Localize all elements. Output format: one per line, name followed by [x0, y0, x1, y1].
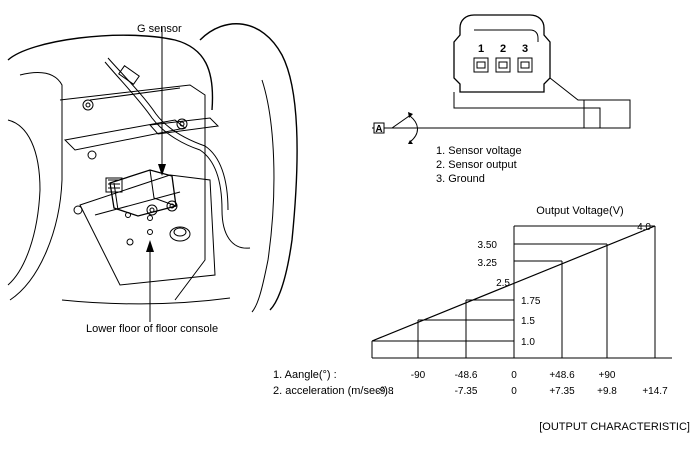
connector-drawing — [372, 14, 631, 129]
angle-tick-plus-90: +90 — [599, 370, 616, 381]
angle-row-label: 1. Aangle(°) : — [273, 369, 337, 381]
angle-tick-minus-90: -90 — [411, 370, 426, 381]
g-sensor-leader — [158, 27, 166, 176]
accel-tick-minus-9-8: -9.8 — [376, 386, 394, 397]
pin-3-label: 3 — [522, 43, 528, 55]
lower-floor-leader — [146, 240, 154, 322]
y-tick-3-25: 3.25 — [478, 258, 498, 269]
accel-row-label: 2. acceleration (m/sec²) : — [273, 385, 394, 397]
marker-a-label: A — [375, 124, 382, 135]
g-sensor-label: G sensor — [137, 23, 182, 35]
y-tick-3-50: 3.50 — [478, 240, 498, 251]
chart-caption: [OUTPUT CHARACTERISTIC] — [539, 421, 690, 433]
angle-tick-0: 0 — [511, 370, 517, 381]
angle-marker — [373, 112, 418, 144]
y-tick-4-0: 4.0 — [637, 222, 651, 233]
pin-2-label: 2 — [500, 43, 506, 55]
chart-title: Output Voltage(V) — [536, 205, 623, 217]
pin-1-label: 1 — [478, 43, 484, 55]
lower-floor-label: Lower floor of floor console — [86, 323, 218, 335]
legend-item-3: 3. Ground — [436, 173, 485, 185]
accel-tick-plus-9-8: +9.8 — [597, 386, 617, 397]
accel-tick-plus-14-7: +14.7 — [642, 386, 668, 397]
accel-tick-plus-7-35: +7.35 — [549, 386, 575, 397]
output-chart: Output Voltage(V) 4.0 3.50 3.25 2.5 1.75… — [273, 205, 690, 433]
y-tick-1-5: 1.5 — [521, 316, 535, 327]
y-tick-1-75: 1.75 — [521, 296, 541, 307]
y-tick-2-5: 2.5 — [496, 278, 510, 289]
angle-tick-plus-48-6: +48.6 — [549, 370, 575, 381]
output-line — [371, 225, 656, 342]
accel-tick-minus-7-35: -7.35 — [455, 386, 478, 397]
legend-item-1: 1. Sensor voltage — [436, 145, 522, 157]
angle-tick-minus-48-6: -48.6 — [455, 370, 478, 381]
y-tick-1-0: 1.0 — [521, 337, 535, 348]
console-illustration — [7, 23, 298, 313]
accel-tick-0: 0 — [511, 386, 517, 397]
legend-item-2: 2. Sensor output — [436, 159, 517, 171]
